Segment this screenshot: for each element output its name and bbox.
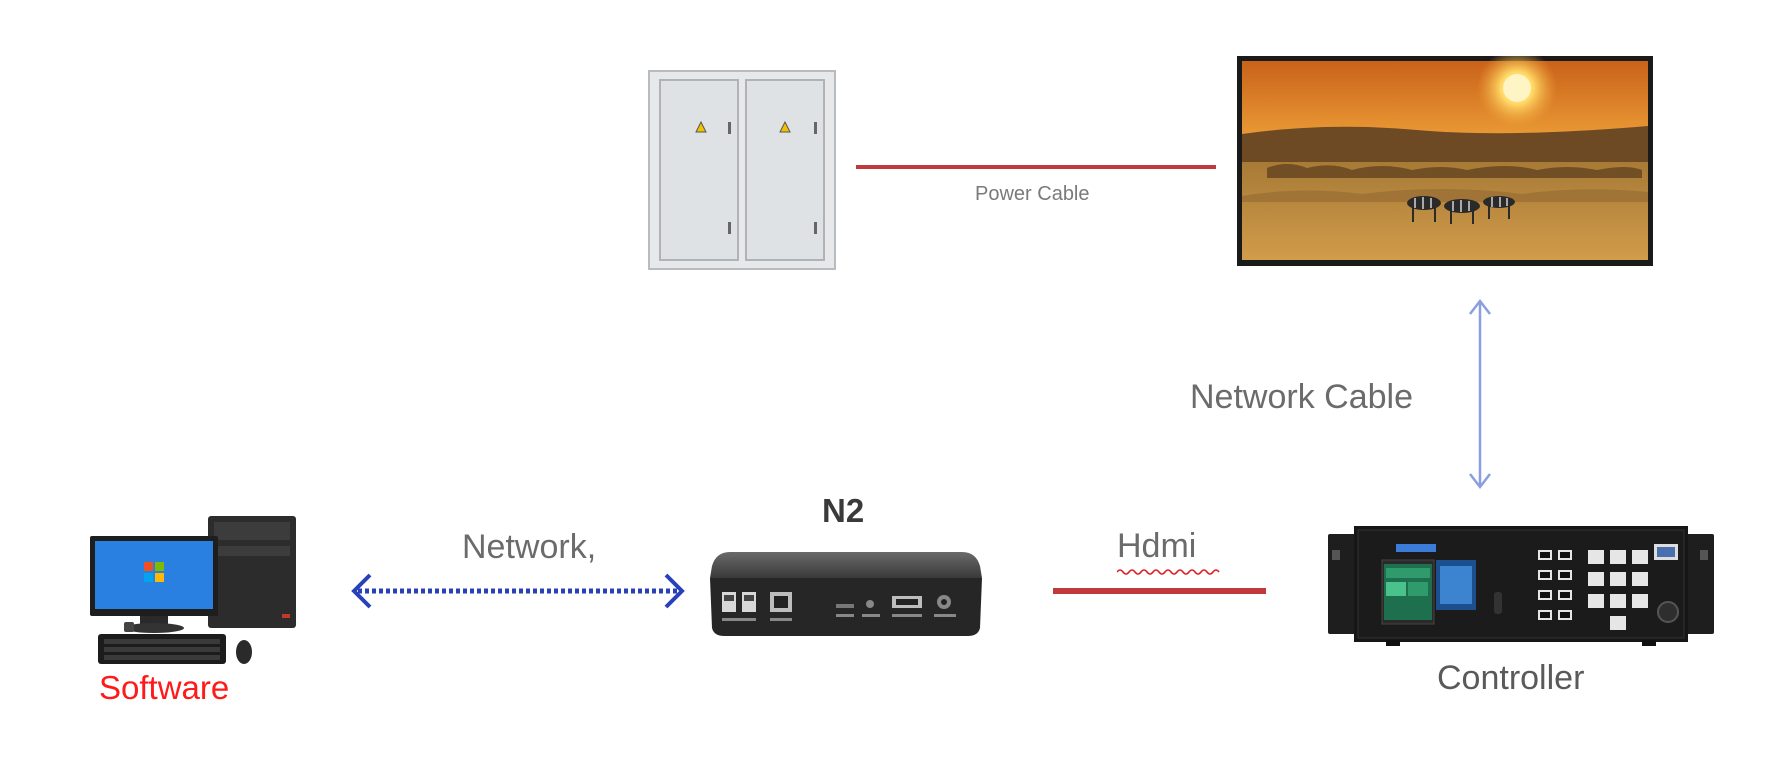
desktop-computer-icon — [90, 516, 296, 664]
network-cable-arrow — [1469, 298, 1491, 490]
controller-label: Controller — [1437, 659, 1585, 697]
windows-logo-icon — [144, 562, 164, 582]
electrical-cabinet-icon — [648, 70, 836, 270]
software-label: Software — [99, 669, 230, 706]
power-cable-label: Power Cable — [975, 183, 1090, 205]
network-label: Network, — [462, 528, 597, 566]
network-arrow — [351, 573, 685, 609]
n2-media-player-icon — [710, 552, 982, 636]
hdmi-label: Hdmi — [1117, 527, 1197, 565]
network-cable-label: Network Cable — [1190, 378, 1413, 416]
video-controller-icon — [1328, 526, 1714, 646]
spellcheck-underline — [1117, 569, 1220, 575]
led-display-icon — [1237, 56, 1653, 266]
n2-label: N2 — [822, 492, 865, 529]
